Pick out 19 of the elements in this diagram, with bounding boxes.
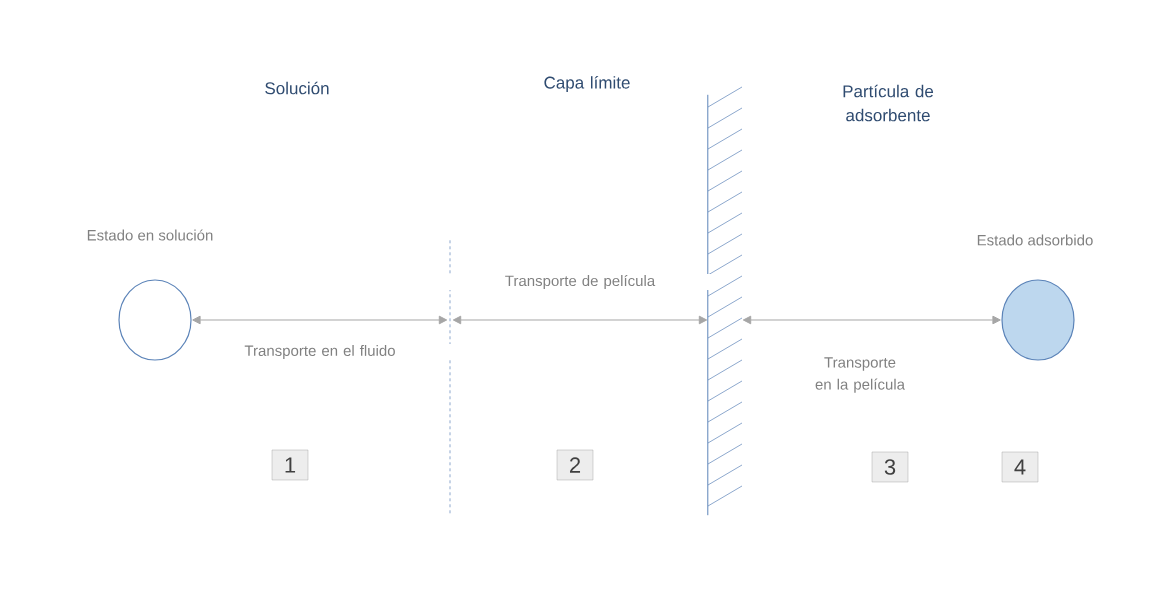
number-box: 4 (1001, 451, 1039, 483)
number-box: 1 (271, 449, 309, 481)
hatched-wall (707, 86, 743, 516)
double-arrow (452, 315, 708, 325)
double-arrow (742, 315, 1001, 325)
edge-label: Transporte de película (505, 274, 656, 290)
circle (1001, 279, 1075, 361)
number-box: 2 (556, 449, 594, 481)
double-arrow (192, 315, 448, 325)
region-heading: Partícula de adsorbente (843, 84, 934, 122)
dashed-line (449, 239, 451, 517)
state-label: Estado adsorbido (977, 234, 1093, 246)
region-heading: Capa límite (544, 75, 630, 92)
state-label: Estado en solución (87, 229, 213, 241)
circle (118, 279, 192, 361)
number-box: 3 (871, 451, 909, 483)
edge-label: Transporte en el fluido (244, 345, 395, 359)
region-heading: Solución (265, 81, 329, 95)
edge-label: Transporte en la película (815, 357, 905, 393)
